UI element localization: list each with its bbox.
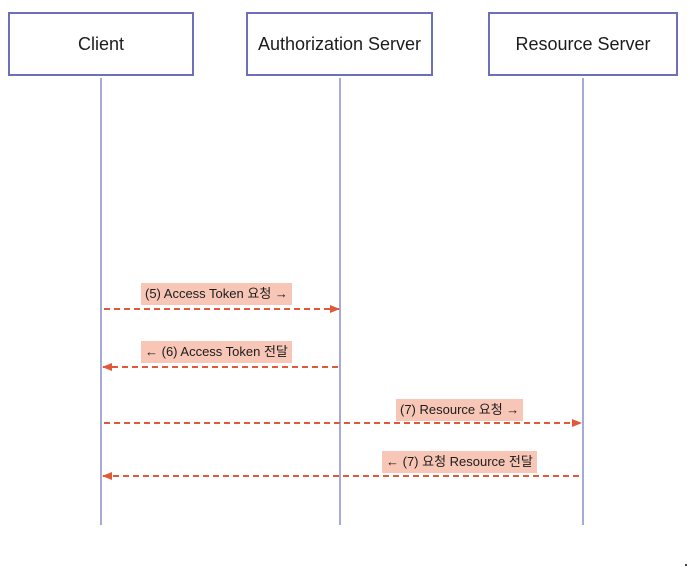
message-label-6: ← (6) Access Token 전달: [141, 341, 292, 363]
participant-authorization-server: Authorization Server: [246, 12, 433, 76]
participant-client: Client: [8, 12, 194, 76]
message-label-7-response: ← (7) 요청 Resource 전달: [382, 451, 537, 473]
message-label-7-request: (7) Resource 요청 →: [396, 399, 524, 421]
participant-resource-server-label: Resource Server: [515, 33, 651, 54]
lifeline-resource-server: [582, 78, 584, 525]
lifeline-client: [100, 78, 102, 525]
message-label-5: (5) Access Token 요청 →: [141, 283, 292, 305]
lifeline-authorization-server: [339, 78, 341, 525]
participant-authorization-server-label: Authorization Server: [257, 33, 422, 54]
corner-dot: [685, 564, 687, 566]
participant-client-label: Client: [77, 33, 125, 54]
participant-resource-server: Resource Server: [488, 12, 678, 76]
